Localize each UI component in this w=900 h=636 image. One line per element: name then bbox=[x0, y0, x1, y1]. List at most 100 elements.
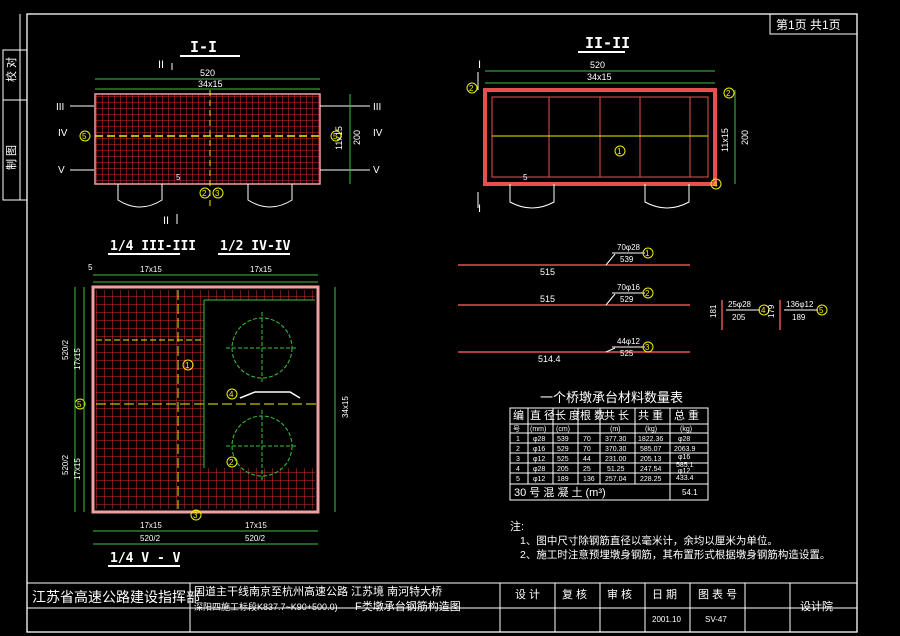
rebar-shape-1: 515 70φ28 539 1 bbox=[458, 243, 690, 277]
plan-left-dim-4: 17x15 bbox=[73, 458, 82, 480]
svg-text:长 度: 长 度 bbox=[555, 408, 580, 422]
svg-text:φ16: φ16 bbox=[678, 454, 690, 461]
plan-tag-1 bbox=[182, 359, 194, 371]
svg-text:共 长: 共 长 bbox=[604, 409, 629, 422]
plan-mesh-left bbox=[96, 290, 204, 468]
plan-tag-1-text: 1 bbox=[185, 361, 190, 370]
tag-5-left bbox=[79, 130, 91, 142]
svg-text:(kg): (kg) bbox=[680, 426, 692, 433]
table-rows: 1 φ28 539 70 377.30 1822.36 φ28 2 φ16 52… bbox=[516, 436, 696, 483]
ii-tag-4-text: 4 bbox=[713, 180, 718, 189]
svg-text:2063.9: 2063.9 bbox=[674, 446, 696, 453]
material-table bbox=[509, 407, 709, 501]
side-strip bbox=[2, 49, 28, 201]
svg-text:44: 44 bbox=[583, 456, 591, 463]
note-1: 1、图中尺寸除钢筋直径以毫米计，余均以厘米为单位。 bbox=[520, 534, 778, 547]
dim-grid: 34x15 bbox=[198, 79, 223, 89]
svg-text:539: 539 bbox=[557, 436, 569, 443]
svg-text:(cm): (cm) bbox=[556, 426, 570, 433]
plan-title-right: 1/2 IV-IV bbox=[220, 239, 291, 254]
small-dim: 5 bbox=[176, 173, 181, 182]
svg-text:25φ28: 25φ28 bbox=[728, 300, 752, 309]
pile-circle-bottom bbox=[226, 410, 298, 482]
svg-text:44φ12: 44φ12 bbox=[617, 337, 641, 346]
tag-5-left-text: 5 bbox=[82, 132, 87, 141]
tag-2-text: 2 bbox=[202, 189, 207, 198]
svg-text:5: 5 bbox=[819, 306, 824, 315]
ii-tag-2-left-text: 2 bbox=[469, 84, 474, 93]
section-ii-title: II-II bbox=[585, 34, 630, 52]
plan-title-left: 1/4 III-III bbox=[110, 239, 196, 254]
ii-dim-total: 520 bbox=[590, 60, 605, 70]
side-dim-200: 200 bbox=[352, 130, 362, 145]
svg-text:525: 525 bbox=[620, 349, 634, 358]
tb-date: 2001.10 bbox=[652, 615, 681, 624]
svg-text:231.00: 231.00 bbox=[605, 456, 627, 463]
svg-text:377.30: 377.30 bbox=[605, 436, 627, 443]
svg-text:585.1: 585.1 bbox=[676, 462, 694, 469]
concrete-value: 54.1 bbox=[682, 488, 698, 497]
svg-text:70φ28: 70φ28 bbox=[617, 243, 641, 252]
section-i-mesh bbox=[94, 93, 321, 185]
svg-text:205.13: 205.13 bbox=[640, 456, 662, 463]
ii-tag-1 bbox=[614, 145, 626, 157]
svg-text:φ28: φ28 bbox=[533, 436, 545, 443]
plan-title-bottom: 1/4 V - V bbox=[110, 551, 181, 566]
ii-tag-4 bbox=[710, 178, 722, 190]
plan-top-dim-2: 17x15 bbox=[250, 265, 272, 274]
table-title: 一个桥墩承台材料数量表 bbox=[540, 390, 683, 405]
plan-tag-4-text: 4 bbox=[229, 390, 234, 399]
svg-text:539: 539 bbox=[620, 255, 634, 264]
tb-drawing-name: F类墩承台钢筋构造图 bbox=[355, 599, 461, 613]
table-row: 2 bbox=[516, 446, 520, 453]
svg-text:1: 1 bbox=[645, 249, 650, 258]
svg-text:228.25: 228.25 bbox=[640, 476, 662, 483]
ii-tag-2-right bbox=[723, 87, 735, 99]
svg-text:(m): (m) bbox=[610, 426, 621, 433]
section-ii-cut-top: I bbox=[478, 59, 481, 71]
svg-text:(kg): (kg) bbox=[645, 426, 657, 433]
table-row: 1 bbox=[516, 436, 520, 443]
tb-project-1: 国道主干线南京至杭州高速公路 江苏境 南河特大桥 bbox=[194, 584, 442, 598]
svg-text:136φ12: 136φ12 bbox=[786, 300, 814, 309]
plan-bottom-total-1: 520/2 bbox=[140, 534, 161, 543]
section-i-cut-top: II bbox=[158, 59, 164, 71]
svg-text:247.54: 247.54 bbox=[640, 466, 662, 473]
title-block bbox=[27, 582, 857, 632]
pile-right bbox=[247, 184, 293, 208]
pile-left bbox=[117, 184, 163, 208]
svg-text:3: 3 bbox=[645, 343, 650, 352]
tag-5-right-text: 5 bbox=[333, 132, 338, 141]
mark-left-2: IV bbox=[58, 128, 68, 139]
svg-text:525: 525 bbox=[557, 456, 569, 463]
notes-head: 注: bbox=[510, 519, 524, 533]
pile-ii-right bbox=[644, 184, 690, 209]
svg-text:编: 编 bbox=[513, 408, 524, 422]
mark-left-3: V bbox=[58, 165, 65, 176]
section-ii-cut-bottom: I bbox=[478, 203, 481, 215]
plan-mesh-top bbox=[204, 290, 315, 300]
svg-text:φ28: φ28 bbox=[678, 436, 690, 443]
ii-dim-grid: 34x15 bbox=[587, 72, 612, 82]
side-dim-11x15: 11x15 bbox=[334, 126, 344, 150]
tag-3 bbox=[212, 187, 224, 199]
plan-mesh-bottom bbox=[96, 468, 315, 509]
plan-right-dim: 34x15 bbox=[341, 396, 350, 418]
svg-text:585.07: 585.07 bbox=[640, 446, 662, 453]
svg-text:70: 70 bbox=[583, 446, 591, 453]
small-dim: 5 bbox=[88, 263, 93, 272]
svg-text:2: 2 bbox=[645, 289, 650, 298]
svg-text:4: 4 bbox=[761, 306, 766, 315]
svg-text:φ16: φ16 bbox=[533, 446, 545, 453]
svg-text:529: 529 bbox=[620, 295, 634, 304]
ii-small: 5 bbox=[523, 173, 528, 182]
plan-top-dim-1: 17x15 bbox=[140, 265, 162, 274]
tag-3-text: 3 bbox=[215, 189, 220, 198]
table-units: 号 (mm) (cm) (m) (kg) (kg) bbox=[513, 425, 692, 433]
svg-text:根 数: 根 数 bbox=[580, 408, 605, 422]
plan-tag-5-text: 5 bbox=[77, 400, 82, 409]
svg-text:205: 205 bbox=[732, 313, 746, 322]
page-label: 第1页 共1页 bbox=[776, 18, 841, 32]
svg-text:70φ16: 70φ16 bbox=[617, 283, 641, 292]
ii-tag-1-text: 1 bbox=[617, 147, 622, 156]
